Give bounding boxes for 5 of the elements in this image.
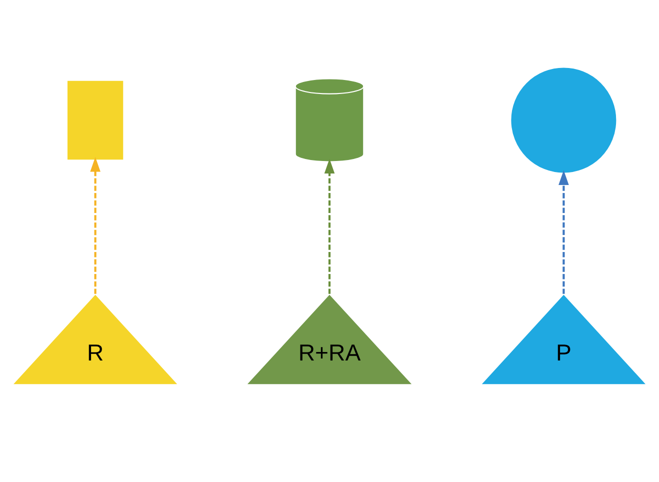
arrow (558, 170, 569, 294)
node-box (66, 80, 124, 161)
arrow (324, 158, 335, 294)
arrow (90, 157, 100, 294)
node-circle (510, 66, 618, 174)
